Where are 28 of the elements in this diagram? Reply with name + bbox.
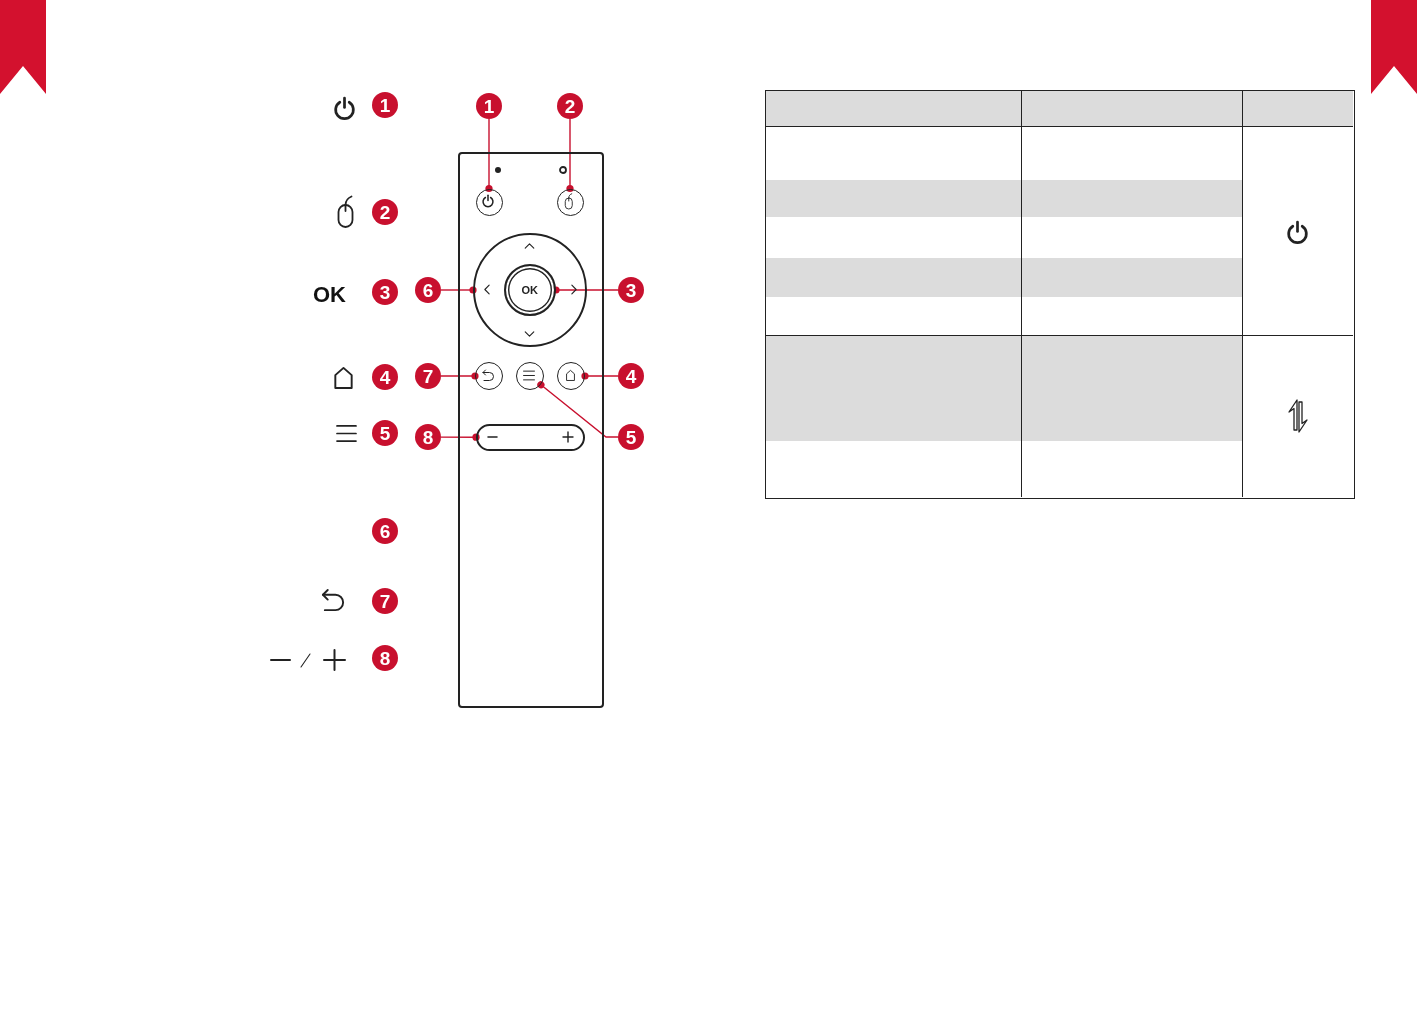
leader-line bbox=[485, 118, 493, 193]
leader-line bbox=[440, 372, 479, 380]
callout-number: 1 bbox=[372, 92, 398, 118]
callout-number: 6 bbox=[415, 277, 441, 303]
leader-line bbox=[440, 286, 477, 294]
callout-number: 8 bbox=[415, 424, 441, 450]
button-label: OK bbox=[313, 282, 346, 308]
remote-control-body bbox=[458, 152, 604, 708]
callout-number: 7 bbox=[372, 588, 398, 614]
callout-number: 4 bbox=[618, 363, 644, 389]
callout-number: 5 bbox=[372, 420, 398, 446]
callout-number: 3 bbox=[372, 279, 398, 305]
ok-button: OK bbox=[503, 263, 556, 316]
leader-line bbox=[566, 118, 574, 193]
callout-number: 3 bbox=[618, 277, 644, 303]
leader-line bbox=[581, 372, 619, 380]
callout-number: 8 bbox=[372, 645, 398, 671]
callout-number: 1 bbox=[476, 93, 502, 119]
leader-line bbox=[537, 381, 619, 438]
leader-line bbox=[440, 433, 480, 441]
callout-number: 4 bbox=[372, 364, 398, 390]
navigation-ring bbox=[473, 233, 587, 347]
callout-number: 2 bbox=[372, 199, 398, 225]
callout-number: 7 bbox=[415, 363, 441, 389]
volume-rocker bbox=[476, 424, 585, 451]
callout-number: 2 bbox=[557, 93, 583, 119]
callout-number: 5 bbox=[618, 424, 644, 450]
callout-number: 6 bbox=[372, 518, 398, 544]
